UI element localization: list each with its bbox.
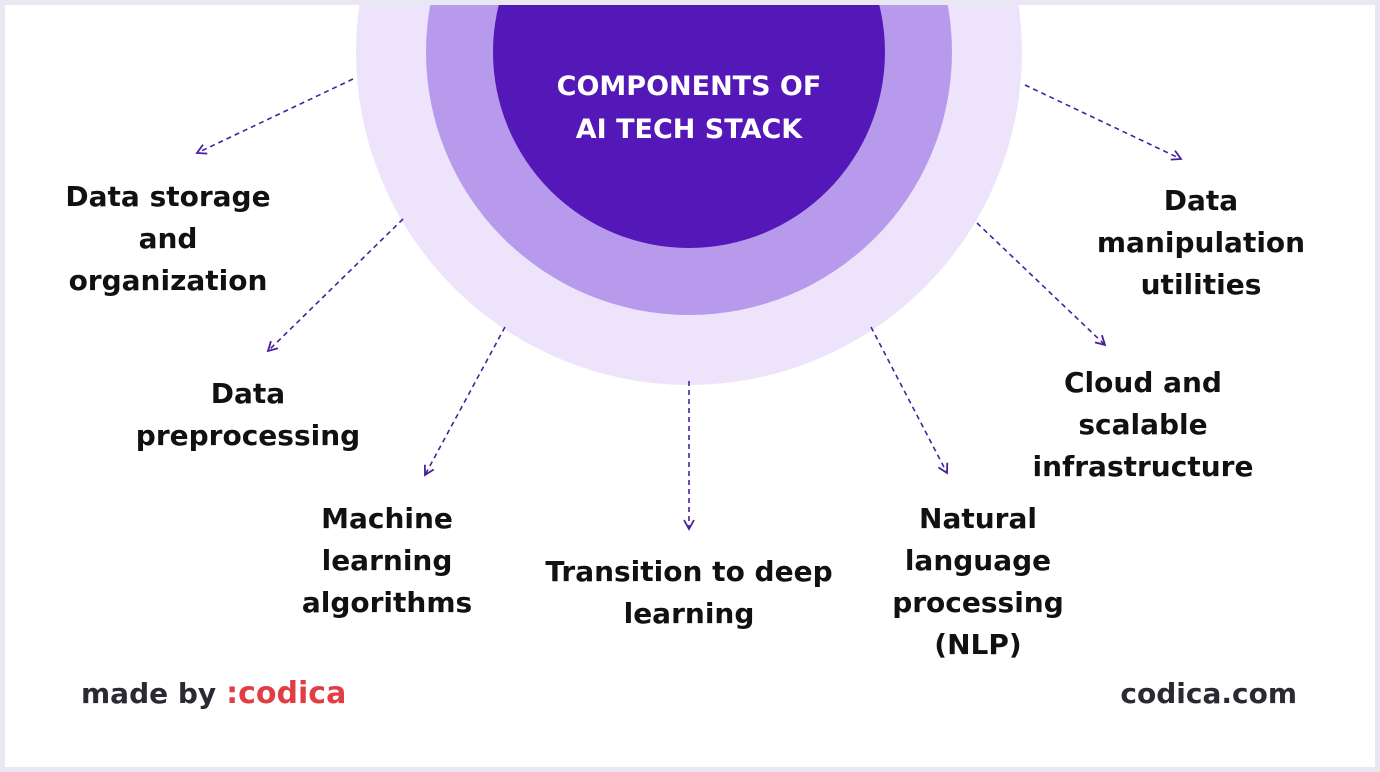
component-line: processing	[892, 586, 1064, 619]
site-url: codica.com	[1120, 677, 1297, 710]
component-machine-learning: Machine learning algorithms	[293, 498, 481, 624]
component-line: Cloud and	[1064, 366, 1222, 399]
component-line: learning	[321, 544, 453, 577]
component-nlp: Natural language processing (NLP)	[878, 498, 1078, 666]
component-cloud: Cloud and scalable infrastructure	[1023, 362, 1263, 488]
component-line: Data	[1163, 184, 1239, 217]
center-title-line-1: COMPONENTS OF	[556, 71, 822, 102]
component-data-preprocessing: Data preprocessing	[125, 373, 371, 457]
component-line: (NLP)	[934, 628, 1022, 661]
component-line: Data storage	[65, 180, 271, 213]
arrow-cloud	[976, 222, 1107, 347]
component-line: Transition to deep	[545, 555, 833, 588]
arrow-nlp	[870, 326, 949, 475]
component-line: learning	[623, 597, 755, 630]
arrow-data-manipulation	[1024, 84, 1183, 161]
component-line: language	[904, 544, 1052, 577]
made-by-text: made by	[81, 677, 217, 710]
diagram-card: COMPONENTS OF AI TECH STACK Data storage…	[5, 5, 1375, 767]
component-line: manipulation	[1096, 226, 1306, 259]
component-line: Data	[210, 377, 286, 410]
arrow-machine-learning	[423, 326, 506, 477]
center-title: COMPONENTS OF AI TECH STACK	[529, 65, 849, 151]
component-line: Natural	[919, 502, 1037, 535]
connector-arrows	[195, 78, 1183, 531]
arrow-data-storage	[195, 78, 354, 155]
arrow-data-preprocessing	[266, 218, 404, 353]
component-line: preprocessing	[135, 419, 361, 452]
component-line: and	[138, 222, 198, 255]
made-by-credit: made by :codica	[81, 673, 346, 715]
component-line: scalable	[1078, 408, 1208, 441]
component-line: algorithms	[301, 586, 473, 619]
component-data-manipulation: Data manipulation utilities	[1085, 180, 1317, 306]
component-line: organization	[68, 264, 268, 297]
codica-logo: :codica	[226, 676, 347, 711]
component-line: utilities	[1140, 268, 1262, 301]
component-deep-learning: Transition to deep learning	[535, 551, 843, 635]
component-line: Machine	[321, 502, 453, 535]
component-data-storage: Data storage and organization	[60, 176, 276, 302]
component-line: infrastructure	[1032, 450, 1254, 483]
center-title-line-2: AI TECH STACK	[575, 114, 803, 145]
